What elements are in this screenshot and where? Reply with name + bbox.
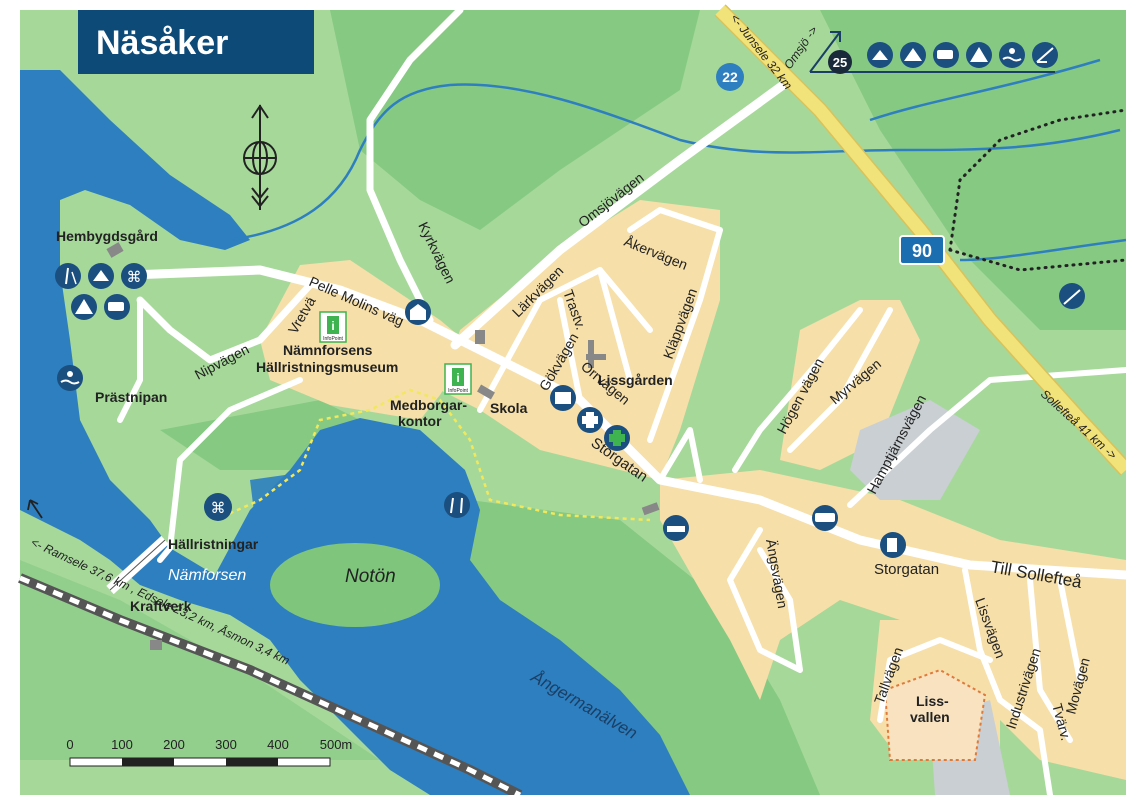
route-shield-25: 25	[828, 50, 852, 74]
map-title: Näsåker	[96, 24, 229, 62]
legend-direction-arrow	[809, 31, 1055, 73]
swimming-icon	[57, 365, 83, 391]
scale-label-100: 100	[111, 737, 133, 752]
compass-rose-icon	[243, 104, 277, 210]
legend-icons	[867, 42, 1058, 68]
cabin-icon	[88, 263, 114, 289]
scale-label-500m: 500m	[320, 737, 353, 752]
svg-text:InfoPoint: InfoPoint	[323, 336, 343, 342]
svg-text:⌘: ⌘	[211, 500, 226, 517]
fishing-icon	[1032, 42, 1058, 68]
hikers-icon	[444, 492, 470, 518]
hembygd-icons: ⌘	[55, 263, 147, 320]
hostel-icon	[900, 42, 926, 68]
route-shield-22: 22	[716, 63, 744, 91]
place-medborgar-line1: Medborgar-	[390, 397, 467, 413]
caravan-icon	[104, 294, 130, 320]
noton-island	[270, 543, 440, 627]
swimming-icon	[999, 42, 1025, 68]
fuel-station-icon	[880, 532, 906, 558]
scale-label-300: 300	[215, 737, 237, 752]
skiing-icon	[1059, 283, 1085, 309]
infopoint-sign-medborgar: i InfoPoint	[444, 363, 472, 395]
road-label-storgatan-2: Storgatan	[874, 561, 939, 578]
hotel-bed-icon	[663, 515, 689, 541]
place-noton: Notön	[345, 566, 396, 587]
tent-icon	[966, 42, 992, 68]
svg-text:90: 90	[912, 241, 932, 261]
highway-90	[715, 5, 1126, 475]
place-museum-line2: Hällristningsmuseum	[256, 359, 398, 375]
place-skola: Skola	[490, 400, 528, 416]
scale-bar: 0 100 200 300 400 500m	[66, 737, 353, 767]
place-lissvallen-line1: Liss-	[916, 693, 949, 709]
route-shield-90: 90	[899, 235, 945, 265]
title-box: Näsåker	[78, 10, 314, 74]
church-icon	[405, 299, 431, 325]
cabin-icon	[867, 42, 893, 68]
svg-text:InfoPoint: InfoPoint	[448, 388, 468, 394]
bridge	[109, 539, 166, 591]
hiking-trail	[214, 388, 651, 522]
svg-text:25: 25	[833, 55, 847, 70]
museum-box-icon	[550, 385, 576, 411]
streams	[229, 58, 1126, 262]
place-kraftverk: Kraftverk	[130, 598, 192, 614]
place-prastnipan: Prästnipan	[95, 389, 167, 405]
bus-icon	[812, 505, 838, 531]
infopoint-sign-museum: i InfoPoint	[319, 311, 347, 343]
caravan-icon	[933, 42, 959, 68]
place-lissgarden: Lissgården	[598, 372, 673, 388]
place-hembygdsgard: Hembygdsgård	[56, 228, 158, 244]
pharmacy-icon	[577, 407, 603, 433]
place-museum-line1: Nämnforsens	[283, 342, 373, 358]
railway	[19, 575, 522, 798]
scale-label-400: 400	[267, 737, 289, 752]
svg-text:i: i	[331, 319, 334, 333]
place-lissvallen-line2: vallen	[910, 709, 950, 725]
river-direction-arrow	[27, 499, 43, 519]
dotted-path	[948, 108, 1126, 252]
svg-text:i: i	[456, 371, 459, 385]
rock-carving-icon: ⌘	[204, 493, 232, 521]
hiking-icon	[55, 263, 81, 289]
health-center-icon	[604, 425, 630, 451]
svg-text:⌘: ⌘	[127, 269, 142, 286]
scale-label-0: 0	[66, 737, 73, 752]
place-namforsen: Nämforsen	[168, 567, 246, 584]
buildings	[106, 242, 660, 650]
roads	[117, 6, 1126, 798]
lissvallen-field	[883, 668, 987, 761]
tent-icon	[71, 294, 97, 320]
place-hallristningar: Hällristningar	[168, 536, 259, 552]
place-medborgar-line2: kontor	[398, 413, 442, 429]
svg-text:22: 22	[722, 69, 738, 85]
scale-label-200: 200	[163, 737, 185, 752]
river-angermanalven	[20, 70, 690, 795]
rock-carving-icon: ⌘	[121, 263, 147, 289]
